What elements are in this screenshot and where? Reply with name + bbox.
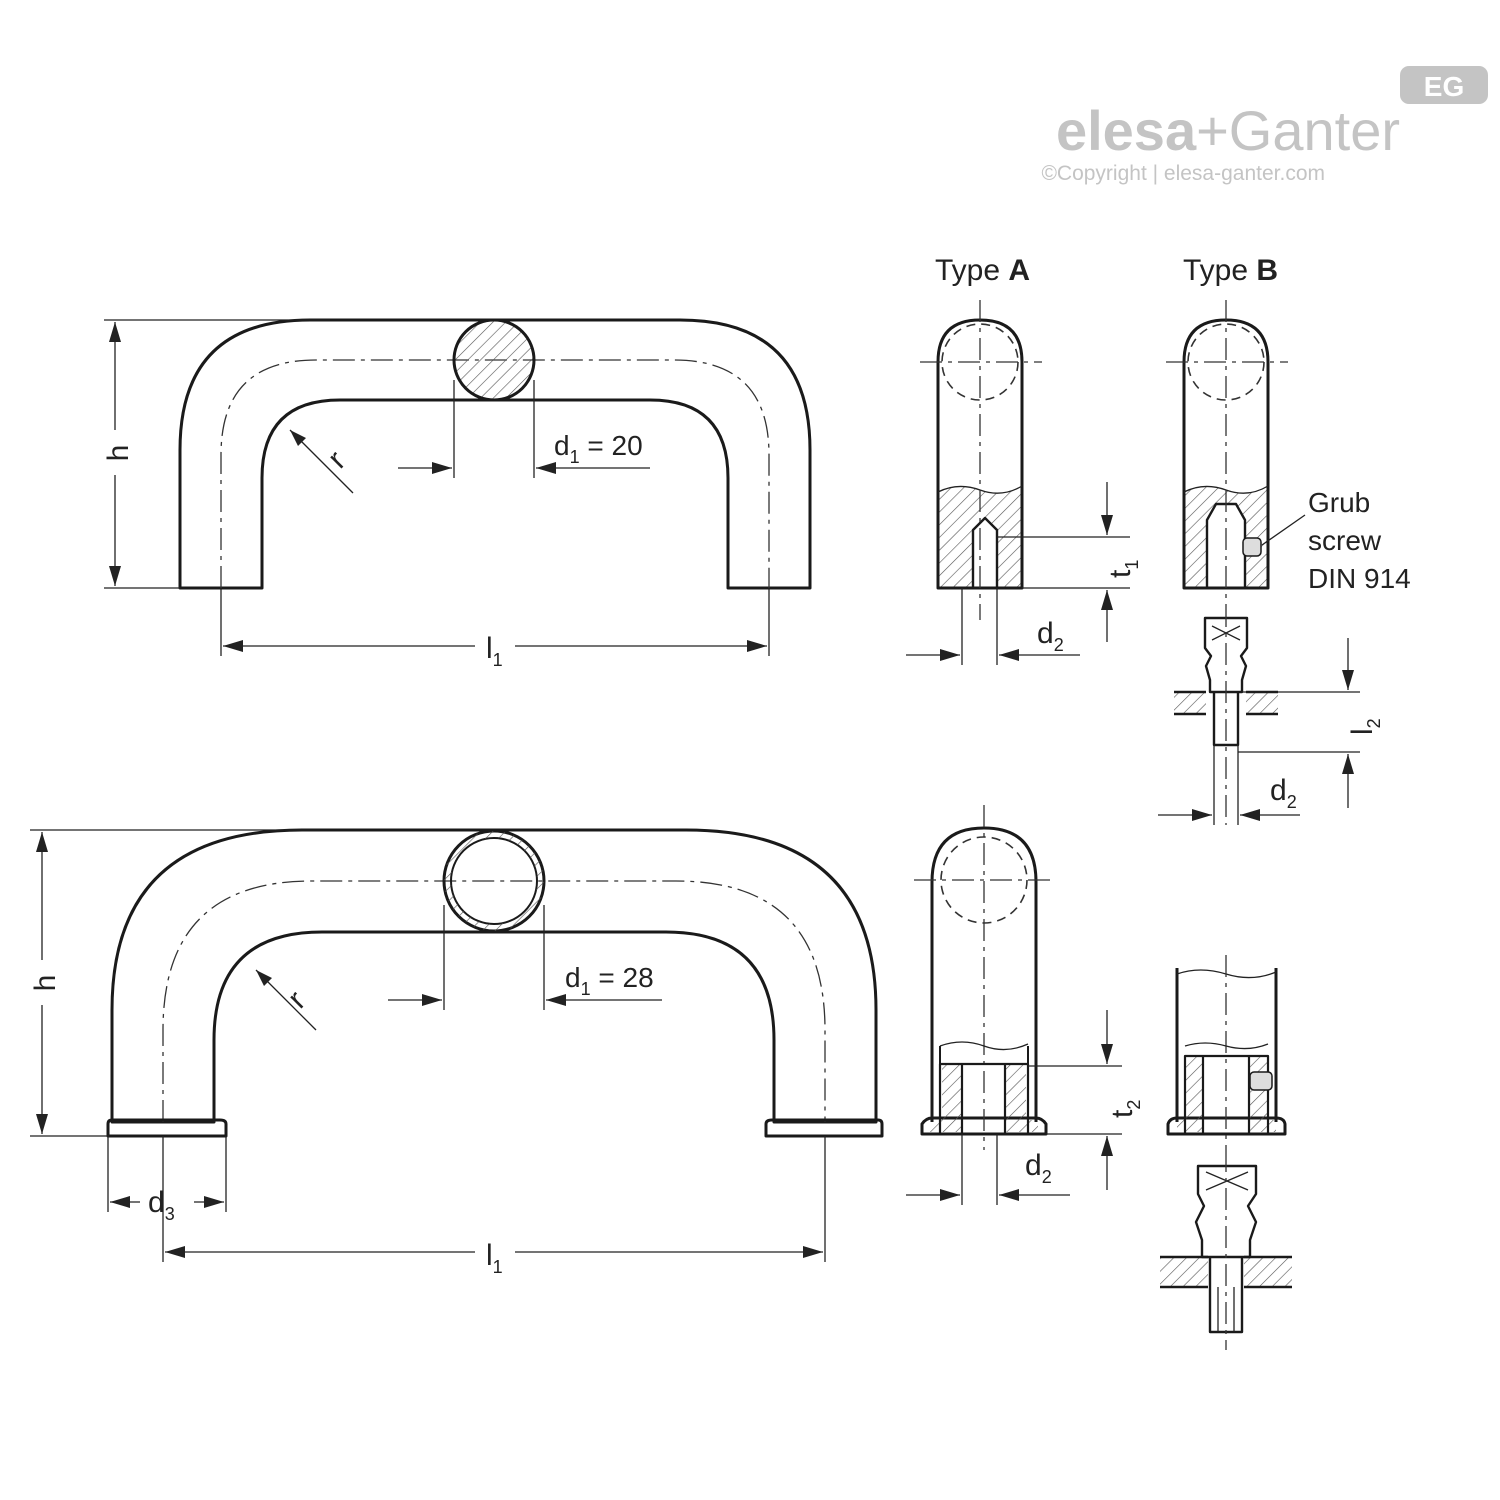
eg-badge-text: EG xyxy=(1424,71,1464,102)
dim-d2-a-top-main: d xyxy=(1037,617,1054,650)
title-type-a: Type A xyxy=(935,254,1030,287)
type-b-top-pin: l2 d2 xyxy=(1158,605,1384,825)
bottom-left-foot xyxy=(106,1118,228,1138)
dim-d3-main: d xyxy=(148,1186,165,1219)
dim-d1-top-main: d xyxy=(554,430,570,461)
dim-t1-main: t xyxy=(1104,569,1137,578)
dim-r-top: r xyxy=(322,445,352,475)
dim-l2: l2 xyxy=(1346,718,1384,735)
dim-l2-main: l xyxy=(1346,728,1379,735)
type-a-bar-view: t1 d2 xyxy=(906,300,1142,665)
title-type-b: Type B xyxy=(1183,254,1278,287)
dim-l1-bottom-sub: 1 xyxy=(493,1257,503,1277)
note-grub-line3: DIN 914 xyxy=(1308,563,1411,594)
dim-d1-bottom-main: d xyxy=(565,962,581,993)
brand-logo: EG elesa+Ganter ©Copyright | elesa-gante… xyxy=(1041,66,1488,185)
title-type-b-letter: B xyxy=(1256,254,1278,287)
title-type-b-prefix: Type xyxy=(1183,254,1256,287)
bottom-handle-outline xyxy=(110,828,878,1124)
brand-name-part2: +Ganter xyxy=(1196,99,1400,162)
dim-t2-sub: 2 xyxy=(1124,1100,1144,1110)
note-grub-line2: screw xyxy=(1308,525,1382,556)
top-handle-outline xyxy=(178,318,812,590)
dim-d2-a-bottom-sub: 2 xyxy=(1042,1167,1052,1187)
dim-d2-a-bottom: d2 xyxy=(1025,1149,1052,1187)
dim-d1-bottom-value: = 28 xyxy=(591,962,654,993)
dim-l1-top-sub: 1 xyxy=(493,650,503,670)
type-b-tube-view xyxy=(1166,955,1287,1150)
dim-d3: d3 xyxy=(148,1186,175,1224)
bottom-handle-centerline xyxy=(162,880,826,1122)
brand-name-part1: elesa xyxy=(1056,99,1197,162)
dim-d1-bottom-sub: 1 xyxy=(581,979,591,999)
dim-d2-b-top: d2 xyxy=(1270,774,1297,812)
dim-d2-b-top-sub: 2 xyxy=(1287,792,1297,812)
title-type-a-letter: A xyxy=(1008,254,1030,287)
dim-h-bottom: h xyxy=(29,975,62,992)
dim-t2: t2 xyxy=(1106,1100,1144,1118)
top-section-circle xyxy=(452,318,536,402)
brand-name: elesa+Ganter xyxy=(1056,99,1400,162)
bottom-right-foot xyxy=(764,1118,884,1138)
note-grub-line1: Grub xyxy=(1308,487,1370,518)
dim-l1-bottom-main: l xyxy=(486,1239,493,1272)
dim-d2-a-top: d2 xyxy=(1037,617,1064,655)
type-b-bar-view: Grub screw DIN 914 xyxy=(1166,300,1411,605)
dim-h-top: h xyxy=(102,445,135,462)
dim-d1-bottom: d1 = 28 xyxy=(565,962,654,999)
type-b-bottom-pin xyxy=(1160,1150,1292,1350)
dim-d2-a-bottom-main: d xyxy=(1025,1149,1042,1182)
dim-d1-top: d1 = 20 xyxy=(554,430,643,467)
dim-d2-a-top-sub: 2 xyxy=(1054,635,1064,655)
dim-t1-sub: 1 xyxy=(1122,560,1142,570)
type-a-tube-view: t2 d2 xyxy=(906,805,1144,1205)
dim-d2-b-top-main: d xyxy=(1270,774,1287,807)
dim-d3-sub: 3 xyxy=(165,1204,175,1224)
dim-l1-bottom: l1 xyxy=(486,1239,503,1277)
dim-l1-top-main: l xyxy=(486,632,493,665)
top-handle-view: h r d1 = 20 l1 xyxy=(100,318,812,670)
dim-d1-top-sub: 1 xyxy=(570,447,580,467)
eg-badge-icon xyxy=(1400,66,1488,104)
dim-t1: t1 xyxy=(1104,560,1142,578)
copyright-text: ©Copyright | elesa-ganter.com xyxy=(1041,162,1325,185)
dim-t2-main: t xyxy=(1106,1109,1139,1118)
dim-l2-sub: 2 xyxy=(1364,718,1384,728)
bottom-handle-view: h r d1 = 28 d3 l1 xyxy=(26,828,884,1277)
dim-l1-top: l1 xyxy=(486,632,503,670)
dim-d1-top-value: = 20 xyxy=(580,430,643,461)
title-type-a-prefix: Type xyxy=(935,254,1008,287)
